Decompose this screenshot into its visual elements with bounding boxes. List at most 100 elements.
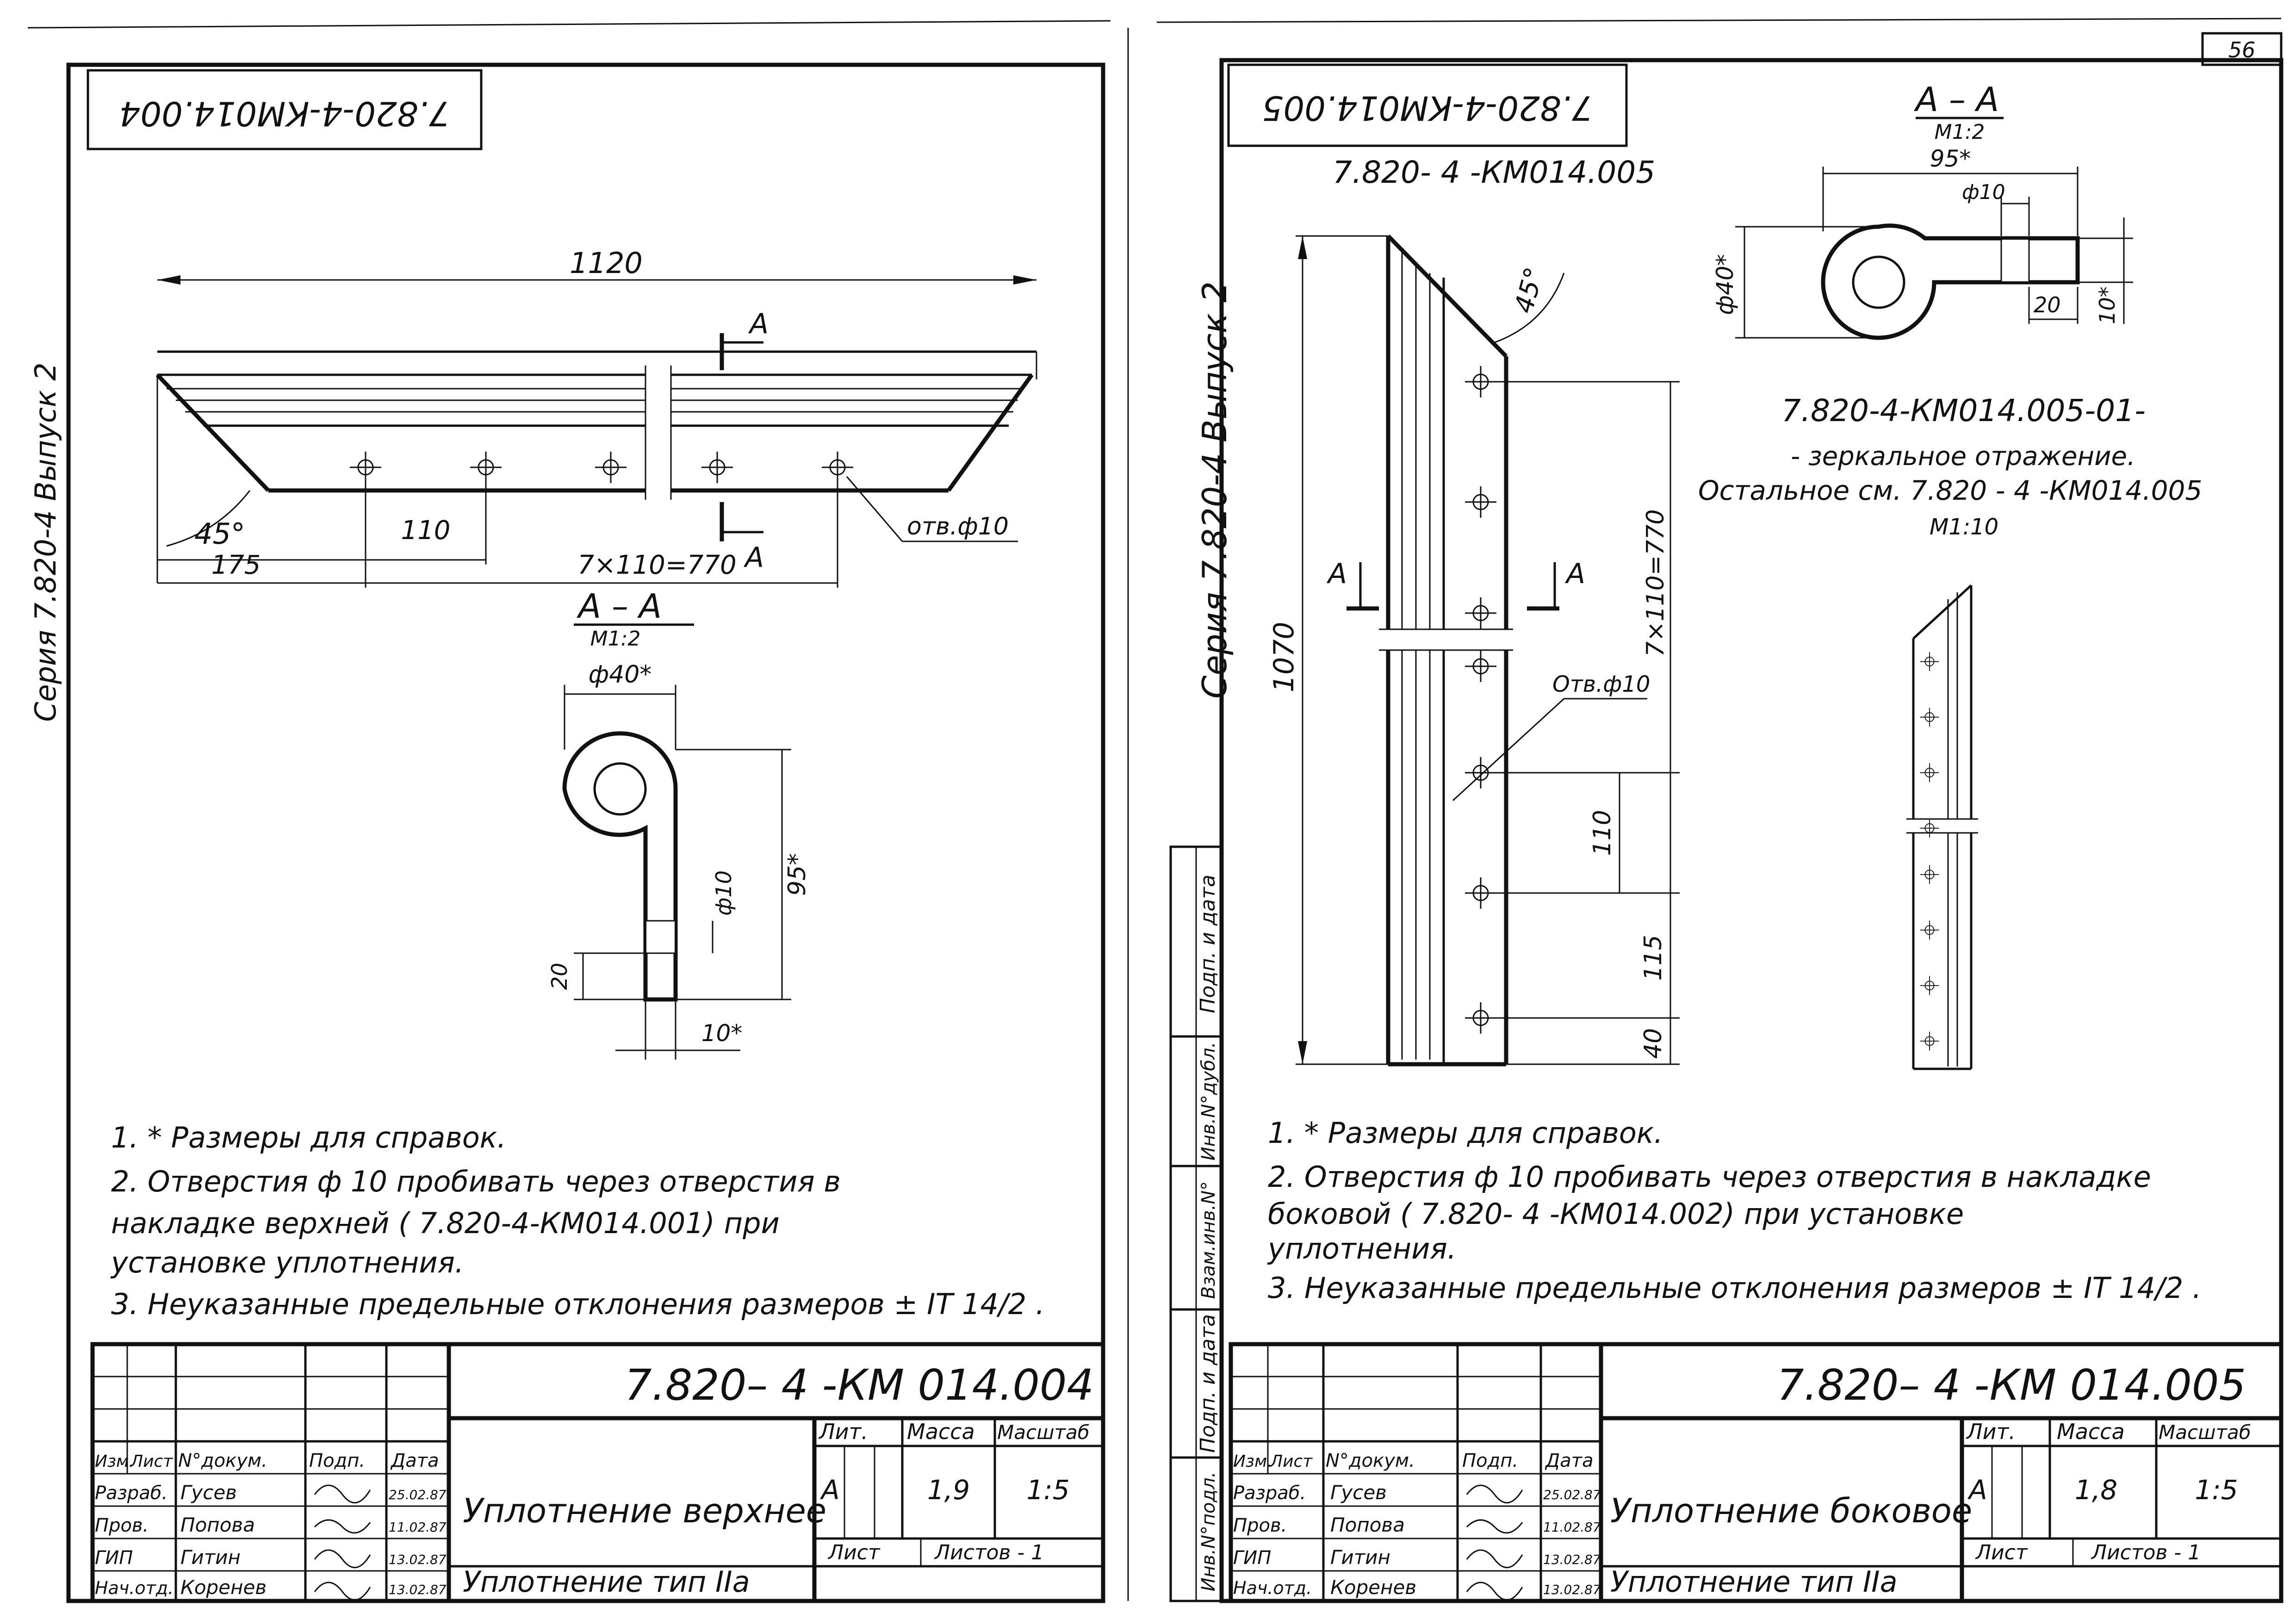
left-note-2: 2. Отверстия ф 10 пробивать через отверс…	[111, 1165, 841, 1198]
margin-label-1: Подп. и дата	[1196, 875, 1220, 1013]
right-row-date-4: 13.02.87	[1543, 1582, 1601, 1597]
right-col-sign: Подп.	[1462, 1450, 1518, 1471]
left-dimensions: 1120 175 110 7×110=770 45° отв.ф10	[157, 246, 1036, 588]
right-row-person-3: Гитин	[1330, 1546, 1390, 1569]
right-note-3: боковой ( 7.820- 4 -КМ014.002) при устан…	[1268, 1197, 1964, 1231]
left-side-series: Серия 7.820-4 Выпуск 2	[29, 362, 62, 722]
right-strip-view: А А	[1326, 234, 1585, 1067]
left-row-date-3: 13.02.87	[389, 1552, 447, 1567]
left-row-person-3: Гитин	[180, 1546, 241, 1569]
right-note-4: уплотнения.	[1267, 1232, 1456, 1266]
right-sheets-label: Листов - 1	[2091, 1541, 2201, 1564]
left-hole-label: отв.ф10	[907, 513, 1009, 540]
left-note-1: 1. * Размеры для справок.	[111, 1121, 506, 1154]
left-row-role-2: Пров.	[95, 1515, 149, 1536]
left-lit-label: Лит.	[818, 1419, 868, 1444]
right-sheet-label: Лист	[1975, 1541, 2028, 1564]
right-row-role-1: Разраб.	[1233, 1483, 1306, 1504]
margin-label-3: Инв.N°дубл.	[1198, 1042, 1219, 1161]
left-note-5: 3. Неуказанные предельные отклонения раз…	[111, 1287, 1045, 1321]
left-section-aa: А – А М1:2 ф40* 95* ф10 20	[547, 587, 811, 1060]
right-note-5: 3. Неуказанные предельные отклонения раз…	[1268, 1271, 2202, 1305]
right-row-date-2: 11.02.87	[1543, 1520, 1601, 1535]
margin-label-4: Подп. и дата	[1196, 1314, 1220, 1453]
left-dim-1120: 1120	[570, 246, 643, 280]
left-row-date-2: 11.02.87	[389, 1520, 447, 1535]
right-row-role-3: ГИП	[1233, 1547, 1271, 1569]
right-side-series: Серия 7.820-4 Выпуск 2	[1195, 281, 1234, 699]
right-stamp: 7.820-4-КМ014.005	[1227, 63, 1628, 147]
left-stamp: 7.820-4-КМ014.004	[87, 69, 483, 150]
right-mass-label: Масса	[2057, 1419, 2125, 1444]
right-section-scale: М1:2	[1935, 120, 1985, 144]
left-angle-45: 45°	[194, 517, 245, 551]
right-part-label: 7.820- 4 -КМ014.005	[1333, 155, 1655, 190]
left-row-date-4: 13.02.87	[389, 1582, 447, 1597]
margin-label-2: Взам.инв.N°	[1198, 1181, 1219, 1299]
right-dim-1070: 1070	[1268, 622, 1300, 693]
right-mirror-label: 7.820-4-КМ014.005-01-	[1781, 393, 2146, 428]
left-sheets-label: Листов - 1	[934, 1541, 1044, 1564]
right-mass-value: 1,8	[2075, 1474, 2117, 1506]
right-cut-mark-right: А	[1564, 558, 1585, 590]
right-dim-110: 110	[1589, 810, 1616, 856]
left-cut-mark-top: А	[748, 308, 769, 340]
right-row-role-2: Пров.	[1233, 1515, 1287, 1536]
right-note-2: 2. Отверстия ф 10 пробивать через отверс…	[1268, 1160, 2151, 1194]
left-scale-label: Масштаб	[997, 1421, 1090, 1444]
left-notes: 1. * Размеры для справок. 2. Отверстия ф…	[110, 1121, 1045, 1321]
right-lit-value: А	[1967, 1474, 1987, 1506]
left-sheet-label: Лист	[827, 1541, 881, 1564]
right-hole-label: Отв.ф10	[1552, 671, 1650, 697]
left-mass-value: 1,9	[927, 1474, 970, 1506]
right-row-role-4: Нач.отд.	[1233, 1578, 1312, 1598]
left-col-izm: Изм.	[95, 1452, 134, 1471]
left-row-date-1: 25.02.87	[389, 1487, 447, 1502]
right-mirror-scale: М1:10	[1930, 514, 1998, 540]
right-note-1: 1. * Размеры для справок.	[1268, 1116, 1663, 1150]
right-scale-value: 1:5	[2195, 1474, 2238, 1506]
left-strip-view: А А	[155, 308, 1037, 583]
right-row-date-3: 13.02.87	[1543, 1552, 1601, 1567]
left-row-role-1: Разраб.	[95, 1483, 168, 1504]
left-dim-95: 95*	[783, 853, 811, 896]
left-row-person-4: Коренев	[180, 1576, 267, 1599]
left-row-role-4: Нач.отд.	[95, 1578, 174, 1598]
left-dim-110: 110	[401, 515, 451, 546]
left-dim-10: 10*	[701, 1020, 743, 1047]
right-stamp-text: 7.820-4-КМ014.005	[1262, 88, 1593, 127]
right-col-izm: Изм.	[1233, 1452, 1272, 1471]
right-designation: 7.820– 4 -КМ 014.005	[1777, 1360, 2246, 1410]
left-dim-175: 175	[211, 550, 261, 580]
left-scale-value: 1:5	[1026, 1474, 1069, 1506]
left-designation: 7.820– 4 -КМ 014.004	[625, 1360, 1094, 1410]
right-dim-10: 10*	[2095, 286, 2120, 324]
right-dim-d10: ф10	[1962, 180, 2005, 204]
right-dim-770: 7×110=770	[1642, 509, 1669, 657]
right-part-subname: Уплотнение тип IIа	[1610, 1565, 1898, 1599]
margin-strip: Подп. и дата Взам.инв.N° Инв.N°дубл. Под…	[1169, 845, 1223, 1602]
left-col-doc: N°докум.	[178, 1450, 267, 1471]
right-section-aa: А – А М1:2 95* ф10 ф40* 20	[1712, 80, 2133, 340]
left-row-role-3: ГИП	[95, 1547, 133, 1569]
right-dim-d40: ф40*	[1712, 254, 1738, 315]
left-section-scale: М1:2	[590, 627, 641, 651]
right-col-list: Лист	[1269, 1452, 1313, 1471]
right-small-strip	[1906, 584, 1978, 1070]
left-col-date: Дата	[390, 1450, 439, 1471]
right-lit-label: Лит.	[1966, 1419, 2016, 1444]
left-part-name: Уплотнение верхнее	[463, 1491, 826, 1530]
right-dimensions: 1070 7×110=770 110 115 40 45° Отв.ф10	[1268, 235, 1680, 1065]
left-part-subname: Уплотнение тип IIа	[463, 1565, 750, 1599]
left-dim-d40: ф40*	[589, 661, 652, 689]
right-dim-95: 95*	[1930, 145, 1971, 172]
left-row-person-1: Гусев	[180, 1481, 237, 1504]
right-title-block: 7.820– 4 -КМ 014.005 Уплотнение боковое …	[1229, 1342, 2284, 1603]
left-sheet: 7.820-4-КМ014.004	[87, 69, 1105, 1603]
right-dim-20: 20	[2034, 292, 2061, 317]
left-dim-770: 7×110=770	[577, 550, 736, 580]
page-number-box: 56	[2201, 32, 2283, 66]
right-section-title: А – А	[1914, 80, 1999, 119]
left-stamp-text: 7.820-4-КМ014.004	[119, 94, 450, 133]
right-mirror-line2: Остальное см. 7.820 - 4 -КМ014.005	[1698, 475, 2202, 506]
